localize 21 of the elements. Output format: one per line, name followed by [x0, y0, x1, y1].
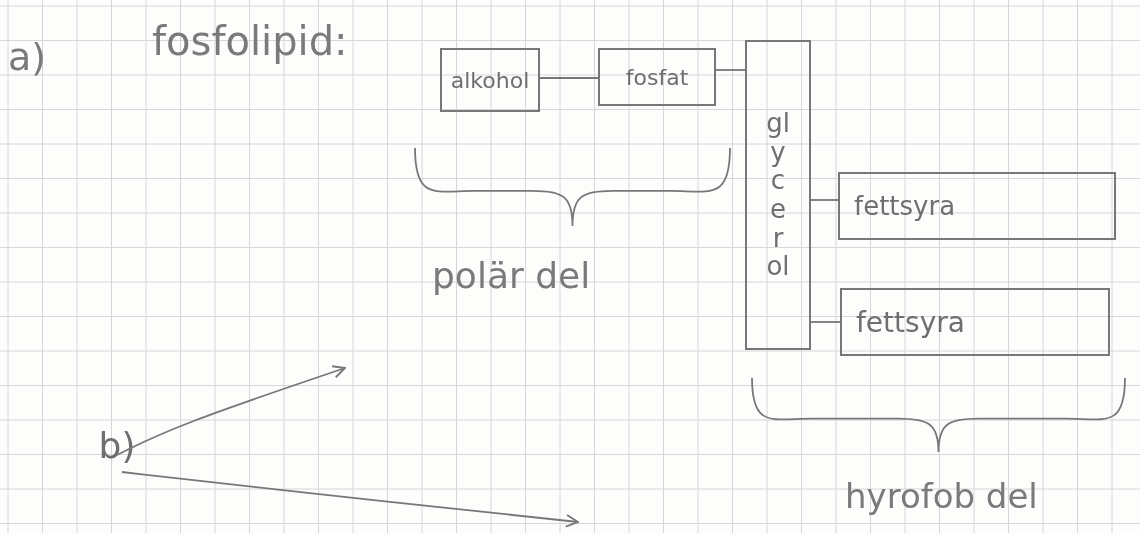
- connector-line: [539, 77, 599, 79]
- arrow: [116, 365, 346, 456]
- brace-label: hyrofob del: [845, 476, 1038, 516]
- box-label: fettsyra: [856, 305, 965, 339]
- box-label: glycerol: [765, 109, 791, 281]
- arrow: [121, 471, 579, 528]
- part-label: a): [8, 35, 47, 79]
- box-label: fettsyra: [854, 191, 956, 221]
- box-label: fosfat: [625, 64, 689, 90]
- box-label: alkohol: [450, 67, 530, 93]
- process-box: [598, 48, 716, 106]
- process-box: [838, 172, 1116, 240]
- process-box: [840, 288, 1110, 356]
- connector-line: [715, 69, 746, 71]
- heading: fosfolipid:: [152, 18, 348, 64]
- connector-line: [810, 321, 841, 323]
- vertical-box: [745, 40, 811, 350]
- brace-label: polär del: [432, 255, 591, 296]
- process-box: [440, 48, 540, 112]
- part-label: b): [98, 424, 136, 466]
- connector-line: [810, 199, 839, 201]
